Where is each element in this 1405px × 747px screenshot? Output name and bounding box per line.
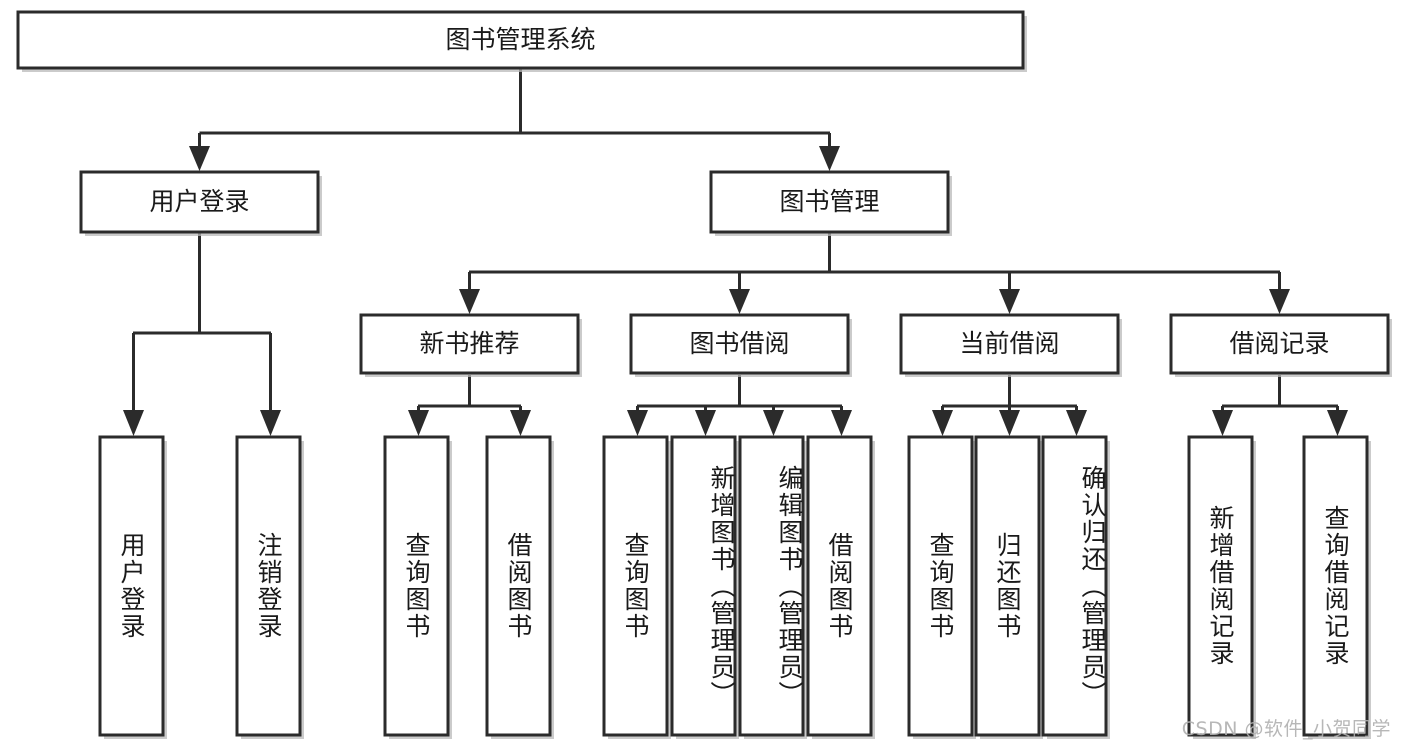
connector-current-borrow-to-leaves — [932, 375, 1087, 436]
node-root-system-label: 图书管理系统 — [445, 25, 595, 54]
node-book-manage-label: 图书管理 — [779, 187, 879, 216]
arrow-to-leaf-query-book-3 — [932, 410, 953, 436]
node-borrow-record-label: 借阅记录 — [1229, 329, 1329, 358]
node-current-borrow-label: 当前借阅 — [959, 329, 1059, 358]
arrow-to-user-login — [189, 146, 210, 171]
leaf-box-edit-book[interactable] — [738, 435, 807, 739]
leaf-box-user-login[interactable] — [98, 435, 167, 739]
leaf-box-return-book[interactable] — [974, 435, 1043, 739]
node-new-book-recommend[interactable]: 新书推荐 — [359, 313, 582, 377]
arrow-to-leaf-borrow-book-1 — [510, 410, 531, 436]
connector-borrow-record-to-leaves — [1212, 375, 1348, 436]
leaf-box-borrow-book-2[interactable] — [806, 435, 875, 739]
arrow-to-leaf-query-record — [1327, 410, 1348, 436]
leaf-box-confirm-return[interactable] — [1041, 435, 1110, 739]
node-new-book-recommend-label: 新书推荐 — [419, 329, 519, 358]
leaf-box-query-book-2[interactable] — [602, 435, 671, 739]
arrow-to-leaf-query-book-2 — [627, 410, 648, 436]
node-borrow-record[interactable]: 借阅记录 — [1169, 313, 1392, 377]
node-root-system[interactable]: 图书管理系统 — [16, 10, 1027, 72]
arrow-to-leaf-logout — [260, 410, 281, 436]
arrow-to-leaf-add-record — [1212, 410, 1233, 436]
arrow-to-current-borrow — [999, 289, 1020, 314]
arrow-to-leaf-confirm-return — [1066, 410, 1087, 436]
node-user-login[interactable]: 用户登录 — [79, 170, 322, 236]
arrow-to-leaf-add-book — [695, 410, 716, 436]
arrow-to-leaf-edit-book — [763, 410, 784, 436]
connector-user-login-to-leaves — [123, 232, 281, 436]
arrow-to-leaf-borrow-book-2 — [831, 410, 852, 436]
arrow-to-leaf-query-book-1 — [408, 410, 429, 436]
leaf-box-add-record[interactable] — [1187, 435, 1256, 739]
leaf-box-query-record[interactable] — [1302, 435, 1371, 739]
leaf-box-query-book-1[interactable] — [383, 435, 452, 739]
leaf-box-query-book-3[interactable] — [907, 435, 976, 739]
arrow-to-leaf-return-book — [999, 410, 1020, 436]
arrow-to-new-book-recommend — [459, 289, 480, 314]
node-current-borrow[interactable]: 当前借阅 — [899, 313, 1122, 377]
leaf-box-borrow-book-1[interactable] — [485, 435, 554, 739]
watermark-text: CSDN @软件_小贺同学 — [1181, 718, 1391, 740]
arrow-to-book-manage — [819, 146, 840, 171]
connector-book-manage-to-level3 — [459, 232, 1290, 314]
node-user-login-label: 用户登录 — [149, 187, 249, 216]
connector-new-book-recommend-to-leaves — [408, 375, 531, 436]
connector-root-to-level2 — [189, 68, 840, 171]
arrow-to-book-borrow — [729, 289, 750, 314]
arrow-to-leaf-user-login — [123, 410, 144, 436]
node-book-borrow[interactable]: 图书借阅 — [629, 313, 852, 377]
leaf-box-add-book[interactable] — [670, 435, 739, 739]
leaf-box-logout[interactable] — [235, 435, 304, 739]
arrow-to-borrow-record — [1269, 289, 1290, 314]
node-book-borrow-label: 图书借阅 — [689, 329, 789, 358]
node-book-manage[interactable]: 图书管理 — [709, 170, 952, 236]
connector-book-borrow-to-leaves — [627, 375, 852, 436]
